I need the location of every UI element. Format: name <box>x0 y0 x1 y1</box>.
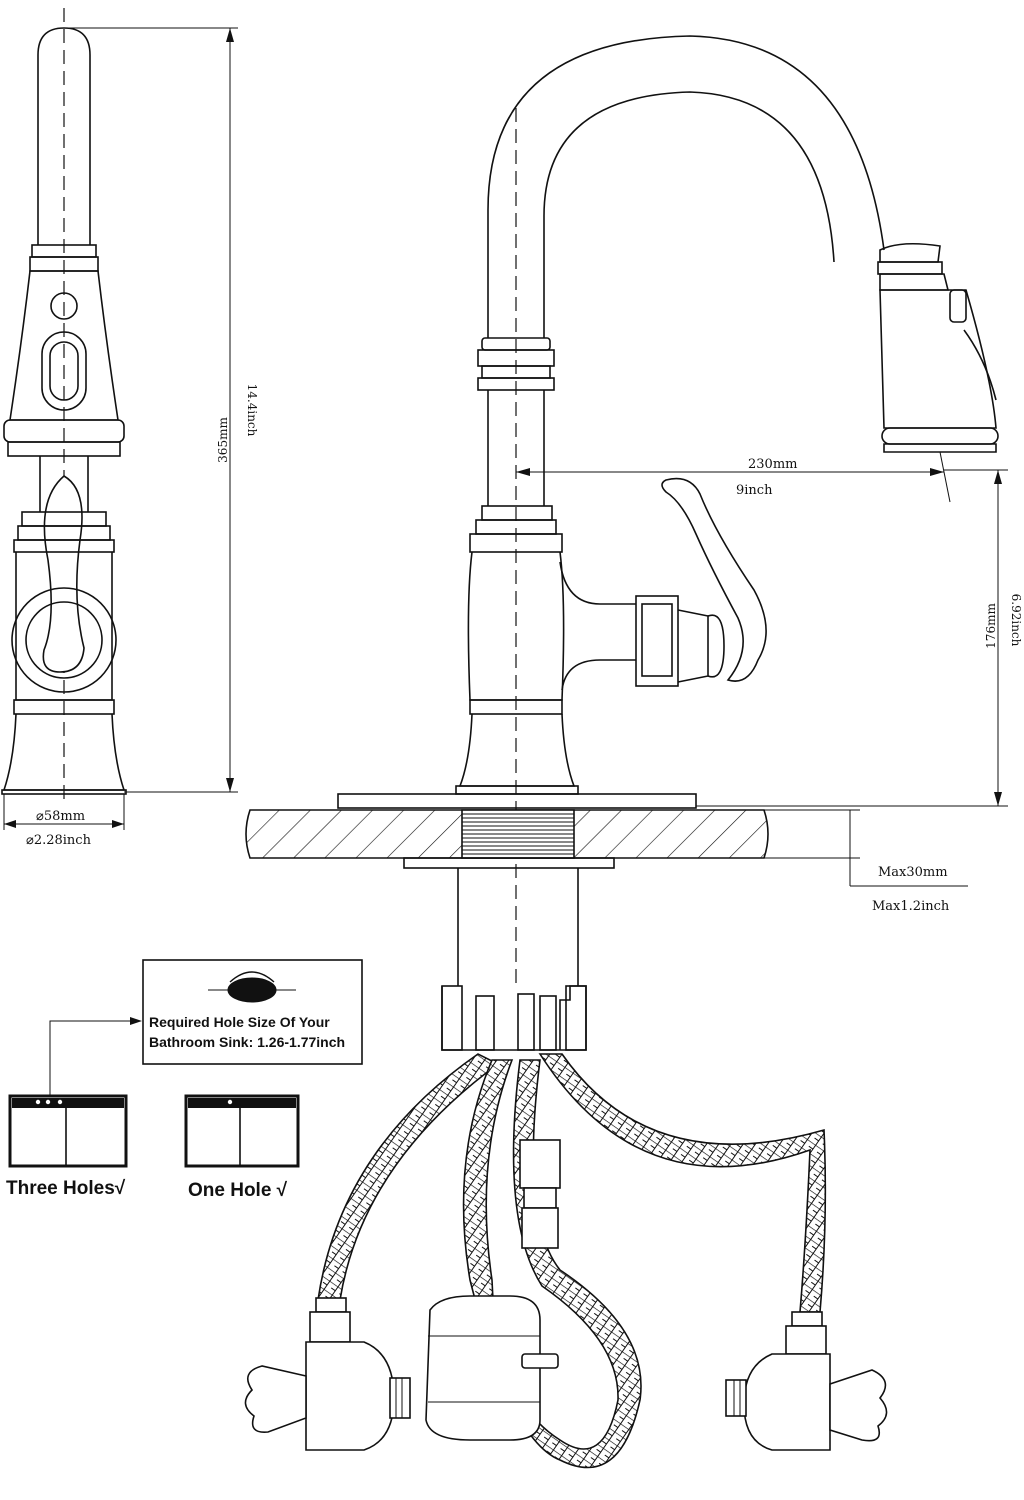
three-holes-label: Three Holes√ <box>6 1178 126 1199</box>
sink-option-one-hole: One Hole √ <box>184 1094 300 1201</box>
right-angle-valve <box>725 1311 888 1451</box>
reach-mm-label: 230mm <box>748 457 797 472</box>
hole-note-line1: Required Hole Size Of Your <box>149 1014 330 1030</box>
height-mm-label: 365mm <box>216 417 230 463</box>
hose-weight <box>425 1295 541 1441</box>
hole-icon <box>227 977 277 1003</box>
sink-option-three-holes: Three Holes√ <box>6 1094 128 1199</box>
height-inch-label: 14.4inch <box>245 384 259 437</box>
cold-water-hose <box>538 1053 827 1313</box>
hole-size-note: Required Hole Size Of Your Bathroom Sink… <box>49 959 363 1096</box>
one-hole-label: One Hole √ <box>188 1180 288 1201</box>
base-diameter-inch-label: ⌀2.28inch <box>26 833 92 848</box>
threaded-shank <box>462 813 574 855</box>
front-view: 230mm 9inch 176mm 6.92inch Max30mm Max1.… <box>244 35 1023 1469</box>
deck-max-mm-label: Max30mm <box>878 865 948 880</box>
hole-note-line2: Bathroom Sink: 1.26-1.77inch <box>149 1034 345 1050</box>
side-view: 365mm 14.4inch ⌀58mm ⌀2.28inch <box>1 8 259 848</box>
left-angle-valve <box>244 1297 411 1451</box>
spout-height-inch-label: 6.92inch <box>1009 594 1023 647</box>
base-diameter-mm-label: ⌀58mm <box>36 809 85 824</box>
reach-inch-label: 9inch <box>736 483 773 498</box>
deck-max-inch-label: Max1.2inch <box>872 899 950 914</box>
spout-height-mm-label: 176mm <box>984 603 998 649</box>
